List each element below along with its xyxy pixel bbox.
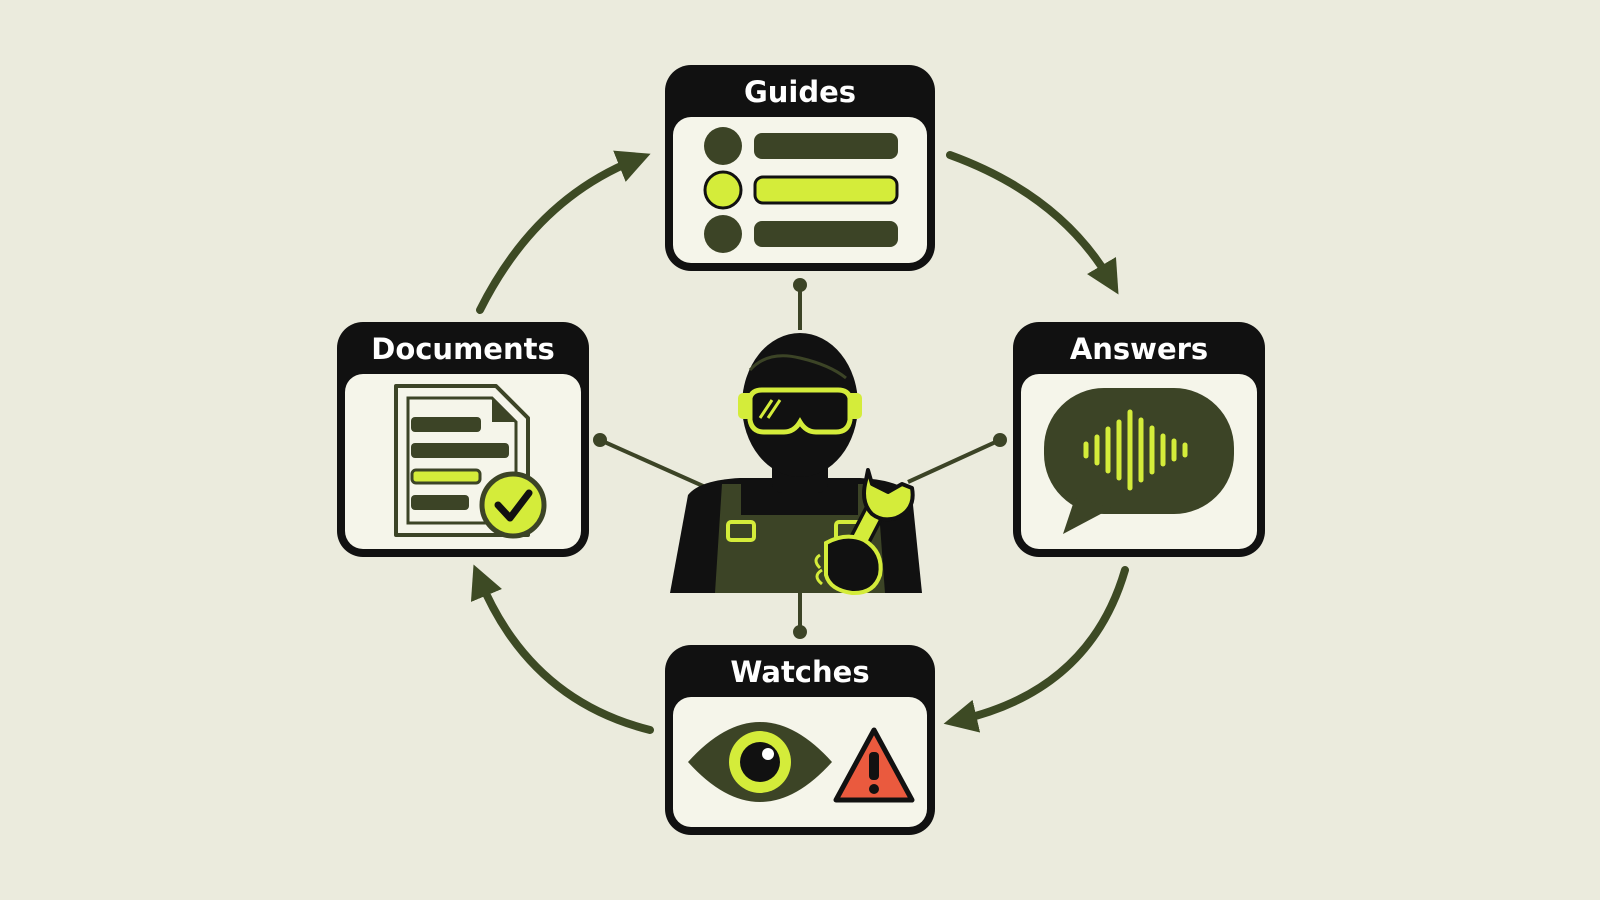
- warning-triangle-icon: [833, 727, 915, 803]
- connector-documents: [599, 438, 713, 492]
- gloved-hand-icon: [814, 534, 883, 596]
- connector-dot-documents: [593, 433, 607, 447]
- technician-icon: [670, 333, 922, 596]
- watches-title: Watches: [730, 655, 869, 689]
- cycle-arrows: [470, 150, 1129, 734]
- guides-title: Guides: [744, 75, 856, 109]
- documents-card: Documents: [337, 322, 589, 557]
- connector-dot-watches: [793, 625, 807, 639]
- watches-card: Watches: [665, 645, 935, 835]
- eye-icon: [688, 722, 832, 802]
- connector-dot-guides: [793, 278, 807, 292]
- arrow-watches-to-documents: [470, 564, 654, 734]
- connector-lines: [593, 278, 1007, 639]
- guides-card: Guides: [665, 65, 935, 271]
- arrow-guides-to-answers: [946, 151, 1119, 295]
- connector-answers: [907, 438, 1001, 484]
- documents-title: Documents: [371, 332, 555, 366]
- arrow-answers-to-watches: [943, 566, 1129, 733]
- checklist-icon: [703, 127, 899, 253]
- answers-card: Answers: [1013, 322, 1265, 557]
- sound-wave-icon: [1083, 409, 1188, 491]
- voice-speech-bubble-icon: [1044, 388, 1234, 534]
- checkmark-badge-icon: [479, 471, 547, 539]
- arrow-documents-to-guides: [476, 150, 651, 314]
- answers-title: Answers: [1070, 332, 1208, 366]
- approved-document-icon: [394, 384, 547, 539]
- safety-goggles-icon: [738, 387, 862, 435]
- connector-dot-answers: [993, 433, 1007, 447]
